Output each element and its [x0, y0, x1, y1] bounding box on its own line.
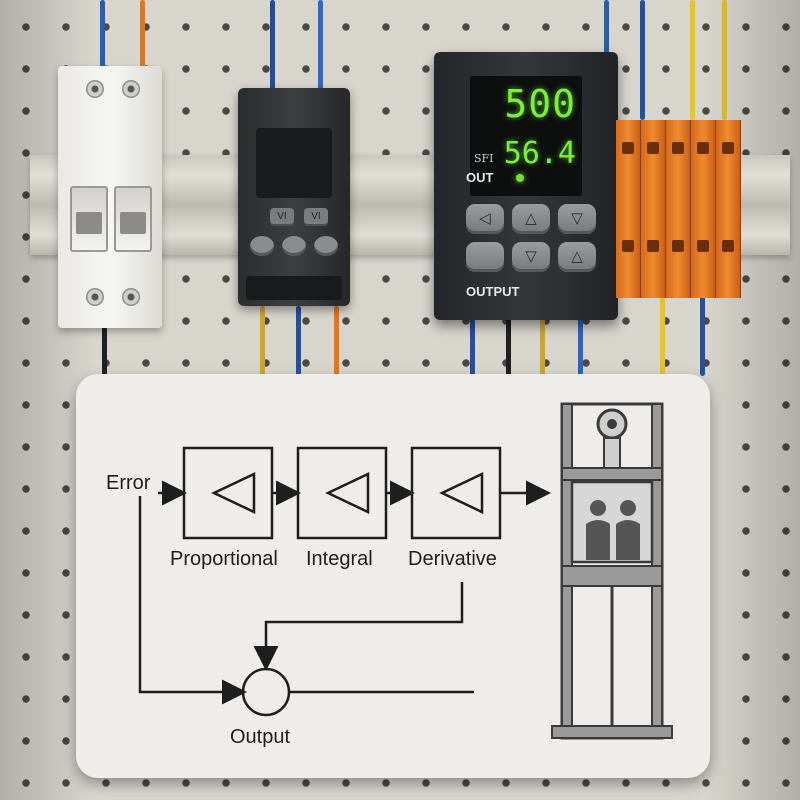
integral-label: Integral: [306, 548, 373, 570]
summing-junction: [241, 667, 291, 717]
circuit-breaker: [58, 66, 162, 328]
wire: [690, 0, 695, 120]
wire: [540, 318, 545, 376]
wire: [334, 306, 339, 376]
relay-knob[interactable]: [314, 236, 338, 256]
terminal: [616, 120, 641, 298]
triangle-left-icon: [325, 472, 370, 514]
wire: [270, 0, 275, 92]
down-arrow-button[interactable]: ▽: [558, 204, 596, 234]
breaker-toggle[interactable]: [70, 186, 108, 252]
triangle-left-icon: [439, 472, 484, 514]
wire: [660, 296, 665, 376]
sv-label: SFI: [474, 152, 494, 165]
terminal: [691, 120, 716, 298]
relay-window: [256, 128, 332, 198]
terminal-screw: [122, 80, 140, 98]
up-arrow-button[interactable]: △: [512, 204, 550, 234]
wire: [260, 306, 265, 376]
relay-button[interactable]: VI: [270, 208, 294, 226]
output-label-diagram: Output: [230, 726, 291, 748]
terminal: [716, 120, 741, 298]
wire: [578, 318, 583, 376]
wire: [100, 0, 105, 70]
relay-button[interactable]: VI: [304, 208, 328, 226]
down-arrow-button-2[interactable]: ▽: [512, 242, 550, 272]
toggle-tab: [76, 212, 102, 234]
wire: [470, 318, 475, 376]
relay-knob[interactable]: [282, 236, 306, 256]
set-value: 56.4: [503, 136, 576, 171]
wire: [102, 326, 107, 376]
output-label: OUTPUT: [466, 284, 520, 299]
terminal-screw: [122, 288, 140, 306]
wire: [140, 0, 145, 70]
breaker-toggle[interactable]: [114, 186, 152, 252]
terminal: [666, 120, 691, 298]
wire: [604, 0, 609, 60]
triangle-left-icon: [211, 472, 256, 514]
terminal-block: [616, 120, 742, 298]
blank-button[interactable]: [466, 242, 504, 272]
integral-block: [296, 446, 388, 540]
proportional-label: Proportional: [170, 548, 278, 570]
out-label: OUT: [466, 170, 494, 185]
out-indicator-led: [516, 174, 524, 182]
wire: [722, 0, 727, 120]
wire: [296, 306, 301, 376]
toggle-tab: [120, 212, 146, 234]
pid-diagram: [138, 402, 673, 740]
terminal-screw: [86, 80, 104, 98]
relay-knob[interactable]: [250, 236, 274, 256]
wire: [506, 318, 511, 376]
process-value: 500: [504, 82, 576, 126]
derivative-feedback-line: [253, 582, 464, 671]
derivative-block: [410, 446, 502, 540]
proportional-block: [182, 446, 274, 540]
wire: [640, 0, 645, 120]
controller-display: 500 SFI 56.4: [470, 76, 582, 196]
pid-diagram-card: Error Proportional Integral Derivative O…: [76, 374, 710, 778]
terminal: [641, 120, 666, 298]
wire: [700, 296, 705, 376]
terminal-screw: [86, 288, 104, 306]
wire: [318, 0, 323, 92]
pid-controller: 500 SFI 56.4 OUT ◁ △ ▽ ▽ △ OUTPUT: [434, 52, 618, 320]
error-label: Error: [106, 472, 151, 494]
left-arrow-button[interactable]: ◁: [466, 204, 504, 234]
relay-module: VI VI: [238, 88, 350, 306]
elevator-icon: [551, 402, 673, 740]
up-arrow-button-2[interactable]: △: [558, 242, 596, 272]
relay-terminals: [246, 276, 342, 300]
derivative-label: Derivative: [408, 548, 497, 570]
feedback-line: [138, 496, 247, 705]
